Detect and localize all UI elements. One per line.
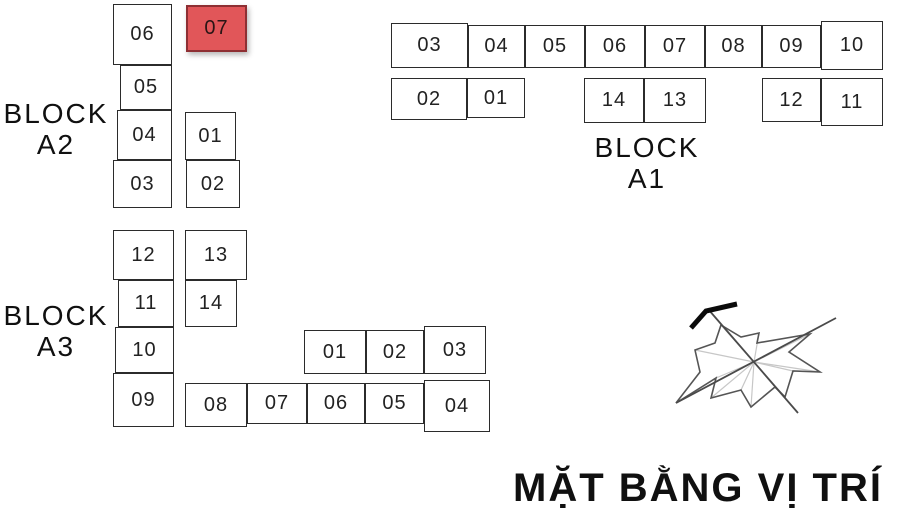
unit-A3-06[interactable]: 06: [307, 383, 365, 424]
block-a3-label: BLOCK A3: [2, 300, 110, 363]
unit-A2-04[interactable]: 04: [117, 110, 172, 160]
unit-A3-03[interactable]: 03: [424, 326, 486, 374]
unit-A3-14[interactable]: 14: [185, 280, 237, 327]
compass-rose-icon: [675, 301, 837, 414]
block-a2-label-line1: BLOCK: [3, 98, 109, 129]
unit-A3-08[interactable]: 08: [185, 383, 247, 427]
block-a2-label: BLOCK A2: [2, 98, 110, 161]
block-a3-label-line2: A3: [36, 331, 76, 363]
unit-A3-10[interactable]: 10: [115, 327, 174, 373]
unit-A2-05[interactable]: 05: [120, 65, 172, 110]
unit-A3-09[interactable]: 09: [113, 373, 174, 427]
block-a1-label: BLOCK A1: [577, 132, 717, 195]
block-a1-label-line2: A1: [627, 163, 667, 195]
unit-A2-03[interactable]: 03: [113, 160, 172, 208]
unit-A1-07[interactable]: 07: [645, 25, 705, 68]
unit-A1-13[interactable]: 13: [644, 78, 706, 123]
unit-A3-12[interactable]: 12: [113, 230, 174, 280]
unit-A2-06[interactable]: 06: [113, 4, 172, 65]
unit-A1-11[interactable]: 11: [821, 78, 883, 126]
unit-A1-05[interactable]: 05: [525, 25, 585, 68]
block-a3-label-line1: BLOCK: [3, 300, 109, 331]
unit-A3-04[interactable]: 04: [424, 380, 490, 432]
unit-A1-02[interactable]: 02: [391, 78, 467, 120]
unit-A3-13[interactable]: 13: [185, 230, 247, 280]
unit-A3-01[interactable]: 01: [304, 330, 366, 374]
unit-A3-07[interactable]: 07: [247, 383, 307, 424]
unit-A1-12[interactable]: 12: [762, 78, 821, 122]
unit-A3-02[interactable]: 02: [366, 330, 424, 374]
unit-A1-03[interactable]: 03: [391, 23, 468, 68]
unit-A3-05[interactable]: 05: [365, 383, 424, 424]
unit-A1-04[interactable]: 04: [468, 25, 525, 68]
unit-A2-02[interactable]: 02: [186, 160, 240, 208]
unit-A3-11[interactable]: 11: [118, 280, 174, 327]
unit-A1-08[interactable]: 08: [705, 25, 762, 68]
block-a2-label-line2: A2: [36, 129, 76, 161]
unit-A2-07[interactable]: 07: [186, 5, 247, 52]
unit-A1-06[interactable]: 06: [585, 25, 645, 68]
unit-A1-14[interactable]: 14: [584, 78, 644, 123]
unit-A1-10[interactable]: 10: [821, 21, 883, 70]
unit-A2-01[interactable]: 01: [185, 112, 236, 160]
block-a1-label-line1: BLOCK: [594, 132, 700, 163]
unit-A1-09[interactable]: 09: [762, 25, 821, 68]
unit-A1-01[interactable]: 01: [467, 78, 525, 118]
page-title: MẶT BẰNG VỊ TRÍ: [513, 466, 883, 510]
